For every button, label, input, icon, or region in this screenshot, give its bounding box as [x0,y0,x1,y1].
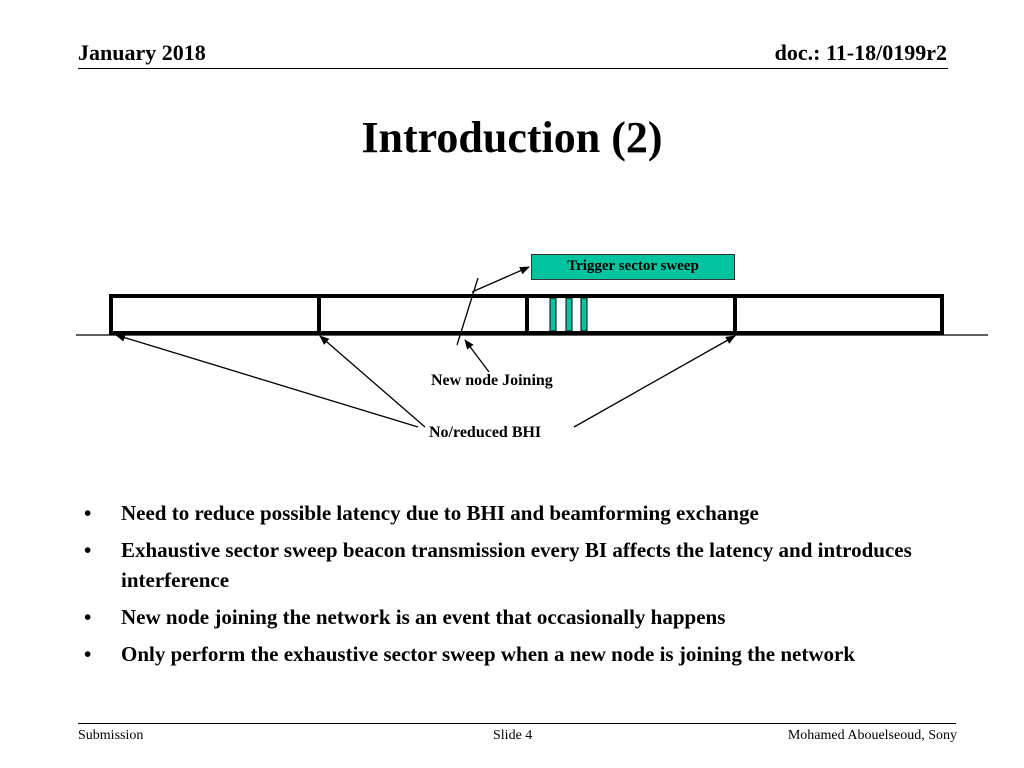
new-node-arrow [464,339,490,373]
sweep-slot-2 [565,297,573,332]
header-divider [78,68,948,69]
bhi-arrow-3 [573,335,736,428]
header-date: January 2018 [78,40,206,65]
bullet-item: •Only perform the exhaustive sector swee… [82,639,942,669]
slide-title: Introduction (2) [361,113,663,162]
bhi-arrow-2 [319,335,426,428]
bullet-item: •New node joining the network is an even… [82,602,942,632]
new-node-pointer-line [456,277,479,346]
header-doc-id: doc.: 11-18/0199r2 [774,40,947,65]
reduced-bhi-label: No/reduced BHI [429,424,542,441]
bullet-item: •Need to reduce possible latency due to … [82,498,942,528]
trigger-arrow [471,266,530,293]
sweep-slot-1 [549,297,557,332]
bhi-arrow-1 [115,333,419,428]
bullet-dot: • [84,501,92,525]
bullet-dot: • [84,642,92,666]
trigger-sector-sweep-box: Trigger sector sweep [531,254,735,280]
footer-slide-number: Slide 4 [493,728,533,743]
bullet-dot: • [84,538,92,562]
new-node-joining-label: New node Joining [431,372,553,389]
footer-author: Mohamed Abouelseoud, Sony [787,728,957,743]
sweep-slot-3 [580,297,588,332]
bullet-dot: • [84,605,92,629]
footer-divider [78,723,956,724]
bullet-list: •Need to reduce possible latency due to … [82,498,942,676]
footer-submission: Submission [78,728,144,743]
bullet-item: •Exhaustive sector sweep beacon transmis… [82,535,942,595]
